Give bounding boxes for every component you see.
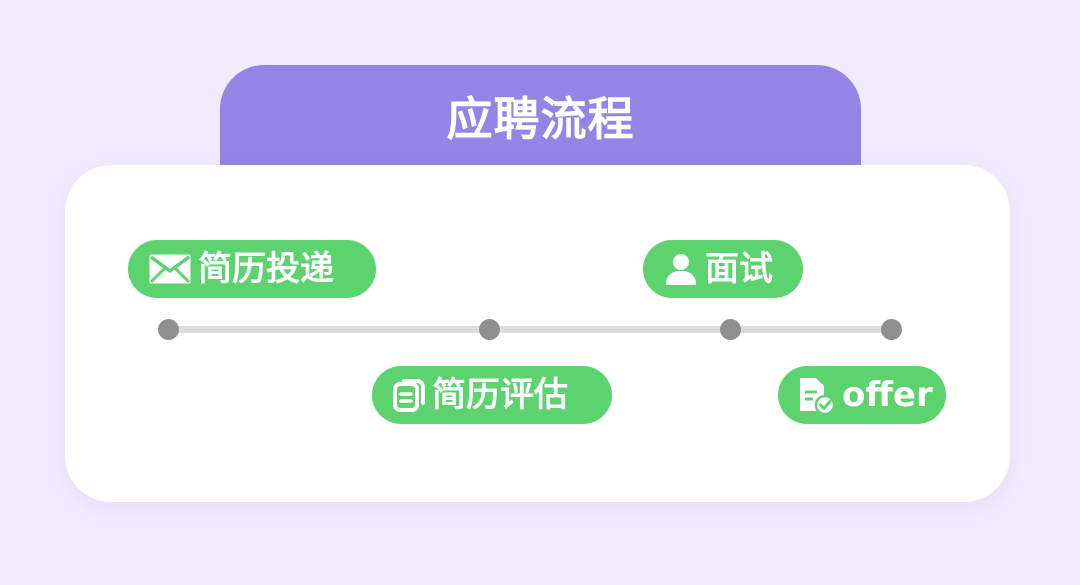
timeline-node-3 [720, 319, 741, 340]
document-stack-icon [392, 377, 426, 413]
timeline-node-1 [158, 319, 179, 340]
timeline-node-2 [479, 319, 500, 340]
step-offer: offer [778, 366, 946, 424]
step-label: 简历投递 [198, 249, 334, 289]
person-icon [663, 251, 699, 287]
step-resume-submission: 简历投递 [128, 240, 376, 298]
document-check-icon [796, 375, 836, 415]
envelope-icon [148, 253, 192, 285]
timeline-track [168, 326, 892, 333]
step-interview: 面试 [643, 240, 803, 298]
step-resume-evaluation: 简历评估 [372, 366, 612, 424]
step-label: 面试 [705, 249, 773, 289]
step-label: offer [842, 375, 933, 415]
process-card [65, 165, 1010, 502]
step-label: 简历评估 [432, 375, 568, 415]
page-title: 应聘流程 [446, 92, 635, 146]
timeline-node-4 [881, 319, 902, 340]
